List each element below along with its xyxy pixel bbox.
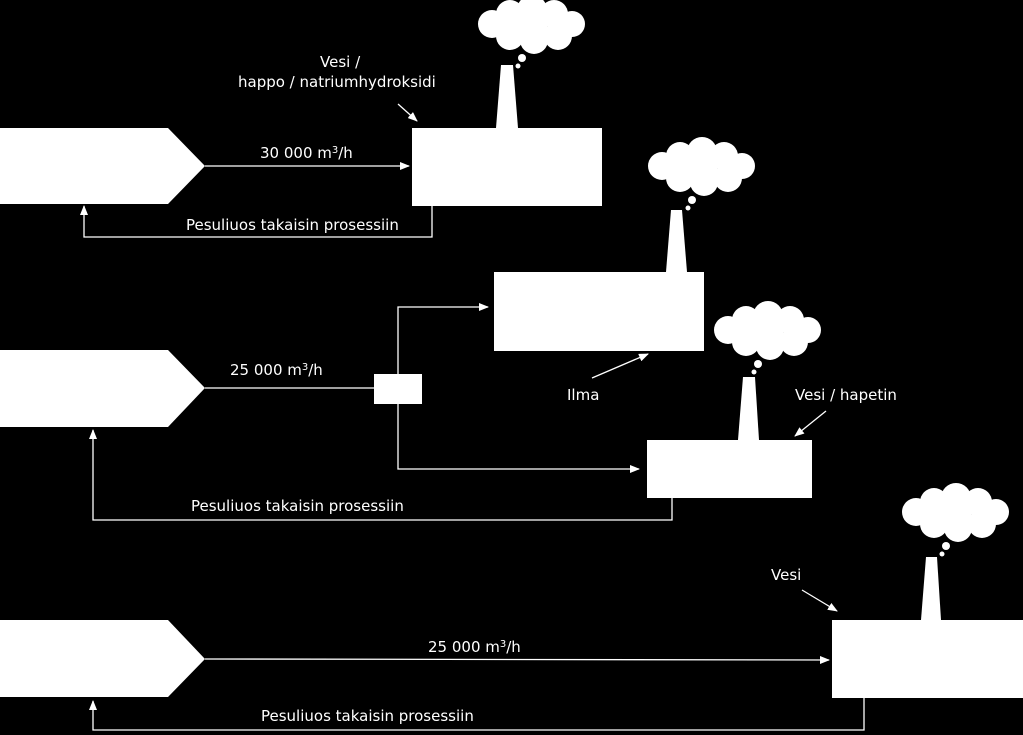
- flow-label-1: 30 000 m3/h: [260, 144, 353, 162]
- row-3: 25 000 m3/h Vesi Pesuliuos takaisin pros…: [0, 483, 1023, 731]
- scrubber-3: [832, 620, 1023, 698]
- input-label-2: Vesi / hapetin: [795, 386, 897, 404]
- smoke-cloud-2a: [648, 137, 755, 211]
- return-line-1: [80, 205, 433, 238]
- input-label-3: Vesi: [771, 566, 801, 584]
- row-2: 25 000 m3/h Ilma Vesi / hapetin Pesuliuo…: [0, 137, 897, 521]
- input-arrow-2: [794, 410, 827, 437]
- flow-arrow-3: [204, 655, 830, 664]
- row-1: 30 000 m3/h Vesi / happo / natriumhydrok…: [0, 0, 602, 238]
- smoke-cloud-1: [478, 0, 585, 69]
- return-line-3: [89, 698, 865, 731]
- chimney-2a: [666, 210, 687, 272]
- chimney-3: [921, 557, 941, 620]
- source-pentagon-3: [0, 620, 205, 697]
- flow-label-2: 25 000 m3/h: [230, 361, 323, 379]
- split-arrow-lower: [397, 404, 640, 473]
- air-arrow: [591, 353, 649, 379]
- return-line-2: [89, 429, 673, 521]
- source-pentagon-1: [0, 128, 205, 204]
- return-label-2: Pesuliuos takaisin prosessiin: [191, 497, 404, 515]
- air-label: Ilma: [567, 386, 599, 404]
- input-arrow-1: [397, 103, 418, 122]
- chimney-2b: [738, 377, 759, 440]
- source-pentagon-2: [0, 350, 205, 427]
- chimney-1: [496, 65, 518, 128]
- split-arrow-upper: [397, 303, 489, 374]
- return-label-3: Pesuliuos takaisin prosessiin: [261, 707, 474, 725]
- input-label-1b: happo / natriumhydroksidi: [238, 73, 436, 91]
- smoke-cloud-2b: [714, 301, 821, 375]
- flow-label-3: 25 000 m3/h: [428, 638, 521, 656]
- splitter-box: [374, 374, 422, 404]
- scrubber-2a: [494, 272, 704, 351]
- scrubber-1: [412, 128, 602, 206]
- scrubber-2b: [647, 440, 812, 498]
- return-label-1: Pesuliuos takaisin prosessiin: [186, 216, 399, 234]
- input-arrow-3: [801, 589, 838, 612]
- input-label-1a: Vesi /: [320, 53, 361, 71]
- smoke-cloud-3: [902, 483, 1009, 557]
